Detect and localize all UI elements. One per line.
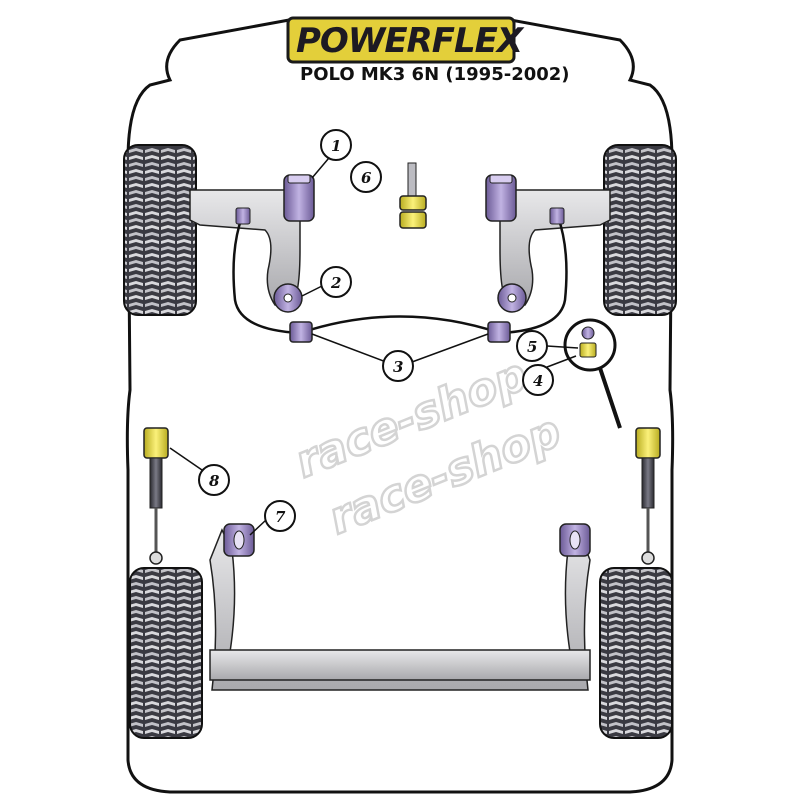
bush-3-right [487, 321, 511, 343]
tyre-rear-left [129, 567, 203, 739]
front-wishbone-right [499, 189, 611, 306]
rear-shock-right [635, 427, 661, 565]
callout-6: 6 [350, 161, 382, 193]
svg-text:4: 4 [533, 372, 543, 390]
bush-1-left [283, 174, 315, 222]
bush-7-left [223, 523, 255, 557]
vehicle-subtitle: POLO MK3 6N (1995-2002) [300, 64, 570, 85]
svg-text:8: 8 [209, 472, 220, 490]
svg-text:3: 3 [393, 358, 403, 376]
bush-6 [399, 162, 427, 229]
rear-shock-left [143, 427, 169, 565]
bush-1-right [485, 174, 517, 222]
callout-8: 8 [198, 464, 230, 496]
logo-text: POWERFLEX [296, 21, 525, 61]
bush-3-left [289, 321, 313, 343]
callout-5: 5 [516, 330, 548, 362]
svg-text:1: 1 [331, 137, 341, 155]
tyre-front-right [603, 144, 677, 316]
magnifier [563, 318, 622, 429]
front-wishbone-left [189, 189, 301, 306]
svg-text:7: 7 [275, 508, 286, 526]
bush-2-right [497, 283, 527, 313]
bush-2-left [273, 283, 303, 313]
rear-axle-crossbeam [209, 649, 591, 681]
callout-4: 4 [522, 364, 554, 396]
tyre-front-left [123, 144, 197, 316]
front-anti-roll-bar [232, 216, 568, 335]
powerflex-logo: POWERFLEX [286, 16, 526, 64]
bush-7-right [559, 523, 591, 557]
droplink-bush-right [549, 207, 565, 225]
callout-1: 1 [320, 129, 352, 161]
callout-3: 3 [382, 350, 414, 382]
svg-text:5: 5 [527, 338, 537, 356]
tyre-rear-right [599, 567, 673, 739]
callout-2: 2 [320, 266, 352, 298]
callout-7: 7 [264, 500, 296, 532]
svg-text:6: 6 [361, 169, 372, 187]
droplink-bush-left [235, 207, 251, 225]
svg-text:2: 2 [330, 274, 341, 292]
